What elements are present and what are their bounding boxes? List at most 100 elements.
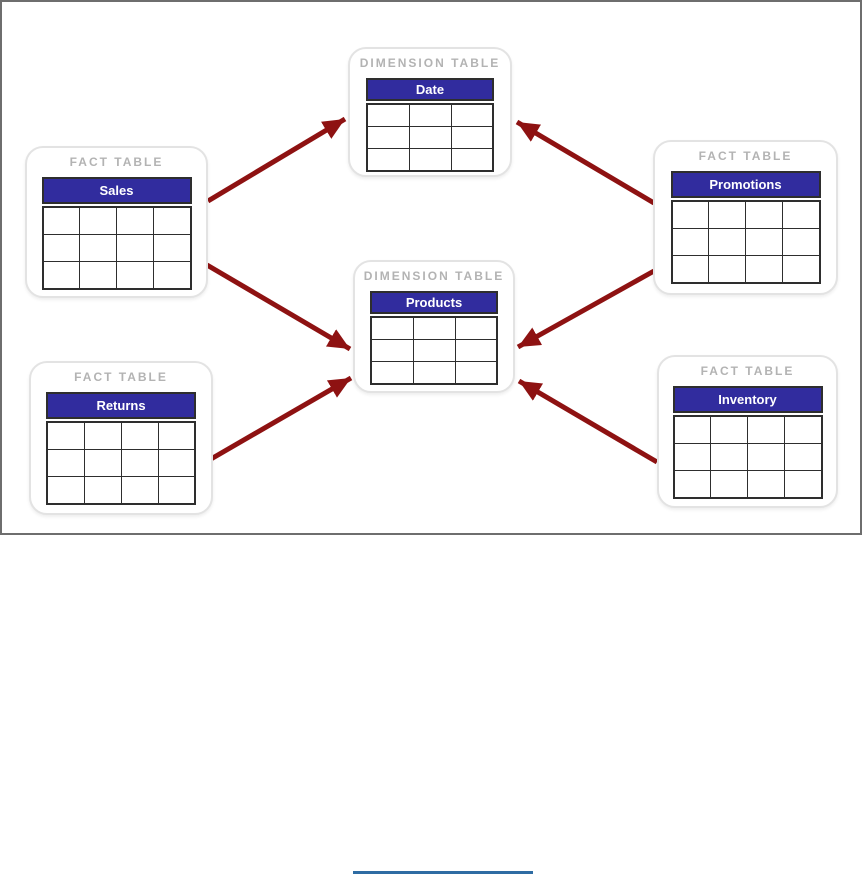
table-grid: [366, 103, 494, 172]
table-title: Returns: [46, 392, 196, 419]
table-cell: [747, 443, 785, 471]
table-grid: [41, 206, 192, 290]
entity-card-inventory: FACT TABLE Inventory: [657, 355, 838, 508]
table-cell: [747, 470, 785, 499]
table-cell: [710, 443, 748, 471]
table-cell: [784, 443, 822, 471]
table-cell: [408, 126, 452, 149]
table-cell: [408, 103, 452, 127]
table-cell: [450, 148, 494, 172]
table-cell: [157, 421, 196, 450]
table-cell: [42, 206, 80, 235]
table-cell: [366, 126, 410, 149]
table-cell: [671, 255, 709, 284]
table-cell: [370, 361, 414, 385]
table-cell: [42, 261, 80, 290]
table-row: [46, 476, 196, 505]
table-row: [370, 316, 498, 340]
table-row: [673, 443, 822, 471]
table-row: [366, 148, 494, 172]
table-row: [673, 415, 822, 444]
entity-card-sales: FACT TABLE Sales: [25, 146, 208, 298]
entity-kind-label: FACT TABLE: [700, 364, 795, 378]
table-cell: [671, 228, 709, 256]
table-cell: [157, 449, 196, 477]
table-row: [46, 421, 196, 450]
table-cell: [157, 476, 196, 505]
table-cell: [366, 103, 410, 127]
table-cell: [46, 421, 85, 450]
table-cell: [782, 228, 820, 256]
table-row: [671, 255, 820, 284]
table-cell: [79, 234, 117, 262]
table-row: [673, 470, 822, 499]
table-title: Promotions: [670, 171, 821, 198]
table-grid: [672, 415, 823, 499]
table-cell: [153, 234, 191, 262]
entity-kind-label: FACT TABLE: [698, 149, 793, 163]
table-cell: [83, 449, 122, 477]
table-cell: [454, 316, 498, 340]
table-cell: [745, 200, 783, 229]
table-title: Date: [366, 78, 494, 101]
table-cell: [671, 200, 709, 229]
table-cell: [454, 339, 498, 362]
table-cell: [782, 200, 820, 229]
table-title: Products: [370, 291, 498, 314]
table-cell: [782, 255, 820, 284]
table-row: [366, 103, 494, 127]
table-cell: [46, 449, 85, 477]
table-cell: [412, 339, 456, 362]
table-row: [366, 126, 494, 149]
table-row: [42, 261, 191, 290]
entity-kind-label: DIMENSION TABLE: [363, 269, 505, 283]
table-cell: [710, 415, 748, 444]
table-row: [370, 361, 498, 385]
table-cell: [116, 261, 154, 290]
table-cell: [408, 148, 452, 172]
entity-card-promotions: FACT TABLE Promotions: [653, 140, 838, 295]
table-cell: [710, 470, 748, 499]
date-table: Date: [366, 78, 494, 172]
table-cell: [42, 234, 80, 262]
table-row: [671, 228, 820, 256]
table-grid: [670, 200, 821, 284]
table-cell: [454, 361, 498, 385]
sales-table: Sales: [41, 177, 192, 290]
table-cell: [673, 470, 711, 499]
table-row: [671, 200, 820, 229]
table-grid: [370, 316, 498, 385]
table-cell: [366, 148, 410, 172]
table-cell: [747, 415, 785, 444]
table-cell: [153, 206, 191, 235]
table-cell: [784, 470, 822, 499]
table-row: [42, 234, 191, 262]
table-grid: [46, 421, 196, 505]
entity-card-date: DIMENSION TABLE Date: [348, 47, 512, 177]
table-cell: [450, 126, 494, 149]
table-cell: [116, 206, 154, 235]
table-cell: [46, 476, 85, 505]
table-cell: [79, 261, 117, 290]
bottom-blue-line: [353, 871, 533, 874]
table-cell: [745, 255, 783, 284]
table-row: [42, 206, 191, 235]
returns-table: Returns: [46, 392, 196, 505]
table-cell: [673, 415, 711, 444]
table-row: [46, 449, 196, 477]
inventory-table: Inventory: [672, 386, 823, 499]
table-title: Inventory: [672, 386, 823, 413]
table-row: [370, 339, 498, 362]
entity-card-returns: FACT TABLE Returns: [29, 361, 213, 515]
table-title: Sales: [41, 177, 192, 204]
entity-kind-label: DIMENSION TABLE: [359, 56, 501, 70]
table-cell: [745, 228, 783, 256]
entity-kind-label: FACT TABLE: [74, 370, 168, 384]
table-cell: [370, 316, 414, 340]
entity-kind-label: FACT TABLE: [69, 155, 164, 169]
table-cell: [120, 449, 159, 477]
promotions-table: Promotions: [670, 171, 821, 284]
table-cell: [116, 234, 154, 262]
table-cell: [120, 421, 159, 450]
